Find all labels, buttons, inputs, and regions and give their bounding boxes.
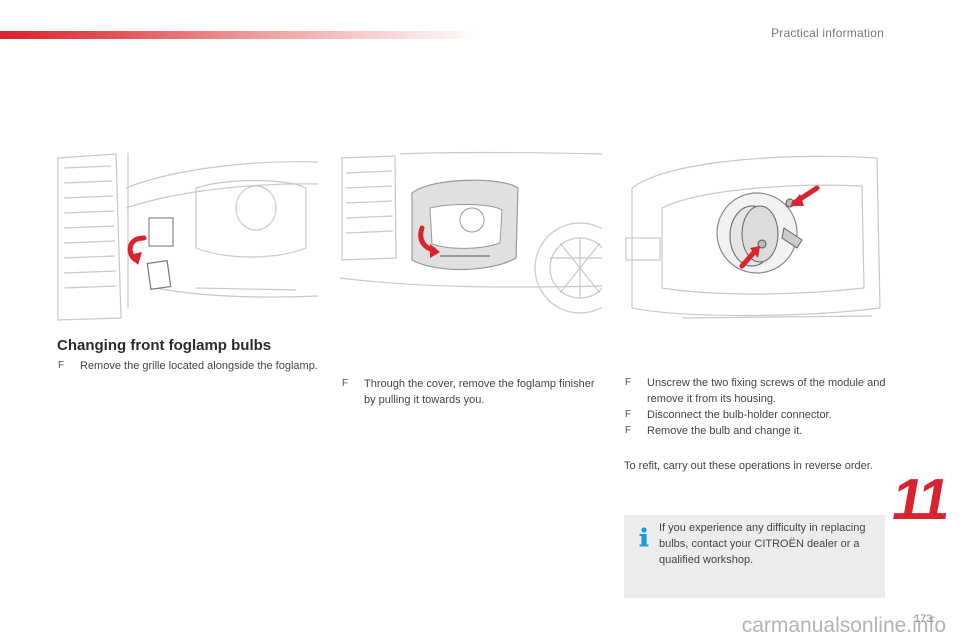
step-text: Remove the bulb and change it. [647, 425, 803, 437]
instruction-step: F Unscrew the two fixing screws of the m… [625, 375, 897, 407]
step-text: Through the cover, remove the foglamp fi… [364, 378, 595, 406]
instruction-step: F Remove the grille located alongside th… [58, 358, 320, 374]
step-text: Disconnect the bulb-holder connector. [647, 409, 832, 421]
info-icon [639, 527, 649, 547]
section-title: Changing front foglamp bulbs [57, 337, 272, 354]
step-text: Unscrew the two fixing screws of the mod… [647, 377, 886, 405]
bullet-marker: F [625, 377, 632, 388]
watermark: carmanualsonline.info [741, 614, 946, 637]
bullet-marker: F [625, 409, 632, 420]
bullet-marker: F [342, 378, 349, 389]
illustration-unscrew-module [622, 148, 884, 328]
info-text: If you experience any difficulty in repl… [659, 522, 866, 566]
header-accent-bar [0, 31, 480, 39]
page-number: 173 [914, 613, 933, 625]
instruction-step: F Disconnect the bulb-holder connector. [625, 407, 897, 423]
bullet-marker: F [625, 425, 632, 436]
info-box: If you experience any difficulty in repl… [624, 515, 885, 598]
step-text: Remove the grille located alongside the … [80, 360, 318, 372]
illustration-remove-finisher [340, 148, 602, 328]
instruction-step: F Through the cover, remove the foglamp … [342, 376, 608, 408]
bullet-marker: F [58, 360, 65, 371]
instruction-step: F Remove the bulb and change it. [625, 423, 897, 439]
section-header: Practical information [771, 26, 884, 40]
illustration-remove-grille [56, 148, 318, 328]
refit-paragraph: To refit, carry out these operations in … [624, 460, 873, 472]
chapter-number: 11 [887, 467, 953, 532]
